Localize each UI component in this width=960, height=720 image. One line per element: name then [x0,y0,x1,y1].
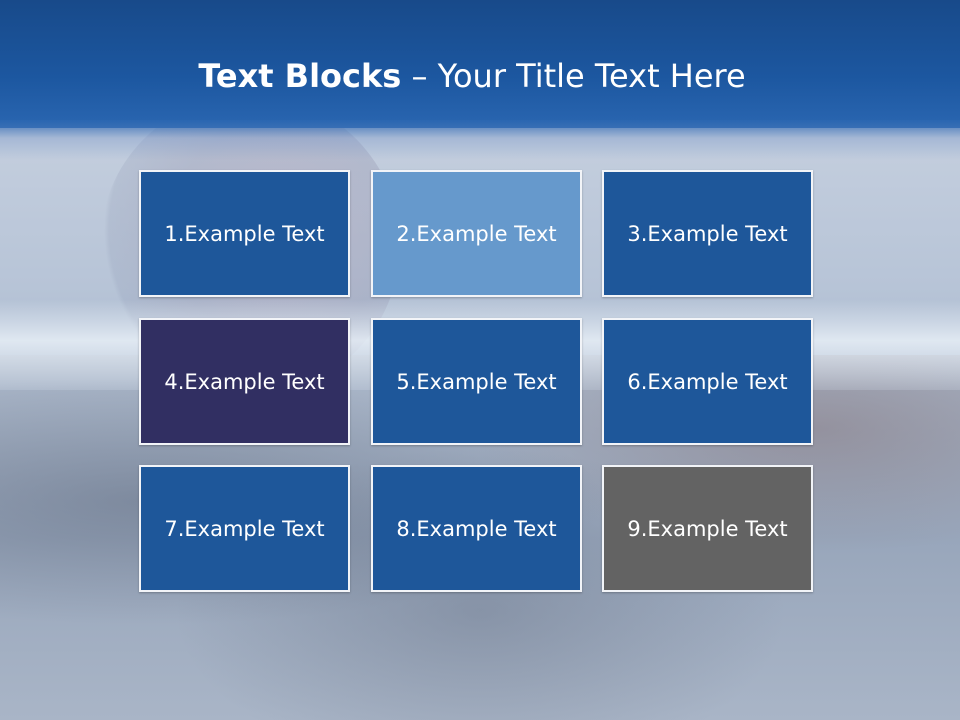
text-block-label: 1.Example Text [164,221,325,246]
title-bold-part: Text Blocks [198,57,402,95]
text-block-7[interactable]: 7.Example Text [139,465,350,592]
text-block-label: 5.Example Text [396,369,557,394]
text-block-label: 2.Example Text [396,221,557,246]
text-block-label: 3.Example Text [627,221,788,246]
text-block-6[interactable]: 6.Example Text [602,318,813,445]
text-block-label: 6.Example Text [627,369,788,394]
text-block-9[interactable]: 9.Example Text [602,465,813,592]
text-block-2[interactable]: 2.Example Text [371,170,582,297]
text-block-4[interactable]: 4.Example Text [139,318,350,445]
text-block-5[interactable]: 5.Example Text [371,318,582,445]
text-blocks-grid: 1.Example Text 2.Example Text 3.Example … [139,170,815,594]
text-block-1[interactable]: 1.Example Text [139,170,350,297]
slide-title[interactable]: Text Blocks – Your Title Text Here [0,54,944,98]
text-block-8[interactable]: 8.Example Text [371,465,582,592]
title-band [0,0,960,128]
text-block-label: 8.Example Text [396,516,557,541]
title-band-fade [0,120,960,160]
title-dash: – [401,57,438,95]
text-block-label: 4.Example Text [164,369,325,394]
text-block-label: 9.Example Text [627,516,788,541]
text-block-3[interactable]: 3.Example Text [602,170,813,297]
text-block-label: 7.Example Text [164,516,325,541]
title-rest: Your Title Text Here [437,57,746,95]
